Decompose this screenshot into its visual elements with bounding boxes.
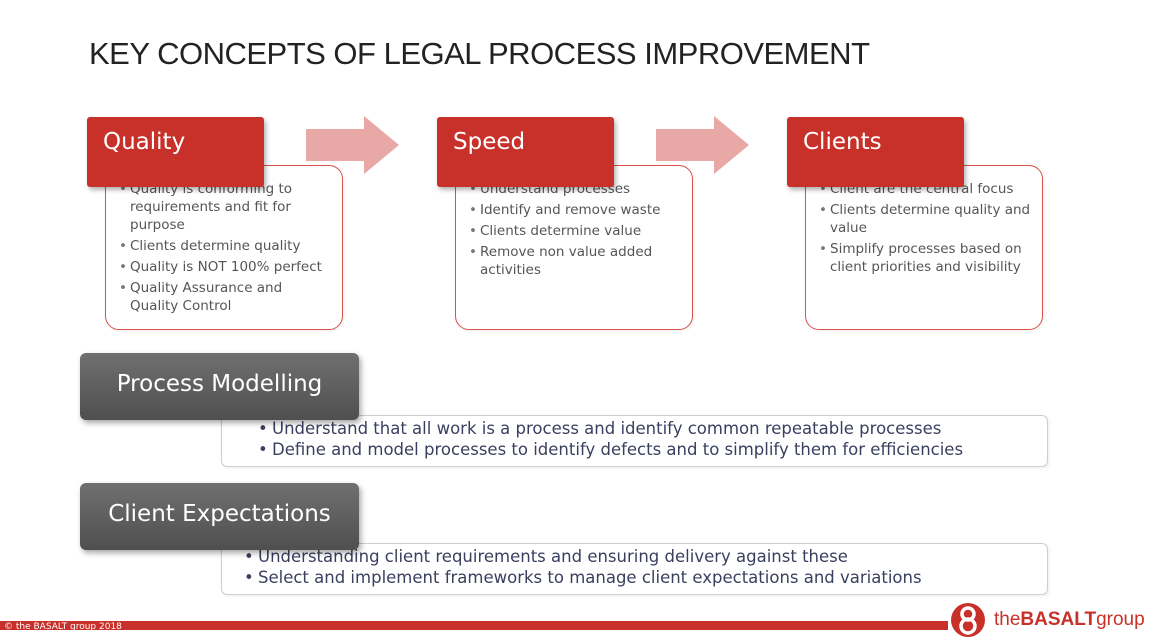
process-modelling-bullet: Understand that all work is a process an… (258, 418, 1047, 439)
footer-copyright: © the BASALT group 2018 (4, 622, 122, 632)
speed-bullet: Identify and remove waste (469, 201, 682, 219)
process-modelling-bullet: Define and model processes to identify d… (258, 439, 1047, 460)
clients-bullet: Clients determine quality and value (819, 201, 1032, 237)
client-expectations-header: Client Expectations (80, 483, 359, 550)
client-expectations-bullet: Select and implement frameworks to manag… (244, 567, 1047, 588)
speed-card: Understand processes Identify and remove… (455, 165, 693, 330)
quality-card: Quality is conforming to requirements an… (105, 165, 343, 330)
brand-logo: theBASALTgroup (951, 601, 1157, 637)
clients-card: Client are the central focus Clients det… (805, 165, 1043, 330)
quality-header: Quality (87, 117, 264, 187)
quality-bullet: Quality Assurance and Quality Control (119, 279, 332, 315)
clients-bullet: Simplify processes based on client prior… (819, 240, 1032, 276)
quality-bullet: Clients determine quality (119, 237, 332, 255)
brand-name: theBASALTgroup (994, 609, 1145, 630)
speed-header: Speed (437, 117, 614, 187)
quality-bullet: Quality is NOT 100% perfect (119, 258, 332, 276)
process-modelling-header: Process Modelling (80, 353, 359, 420)
clients-header: Clients (787, 117, 964, 187)
client-expectations-box: Understanding client requirements and en… (221, 543, 1048, 595)
quality-bullet: Quality is conforming to requirements an… (119, 180, 332, 234)
right-arrow-icon (656, 116, 749, 174)
client-expectations-bullet: Understanding client requirements and en… (244, 546, 1047, 567)
right-arrow-icon (306, 116, 399, 174)
slide-title: KEY CONCEPTS OF LEGAL PROCESS IMPROVEMEN… (89, 36, 870, 71)
footer-bar (0, 621, 948, 630)
speed-bullet: Clients determine value (469, 222, 682, 240)
basalt-logo-icon (951, 603, 985, 637)
process-modelling-box: Understand that all work is a process an… (221, 415, 1048, 467)
speed-bullet: Remove non value added activities (469, 243, 682, 279)
